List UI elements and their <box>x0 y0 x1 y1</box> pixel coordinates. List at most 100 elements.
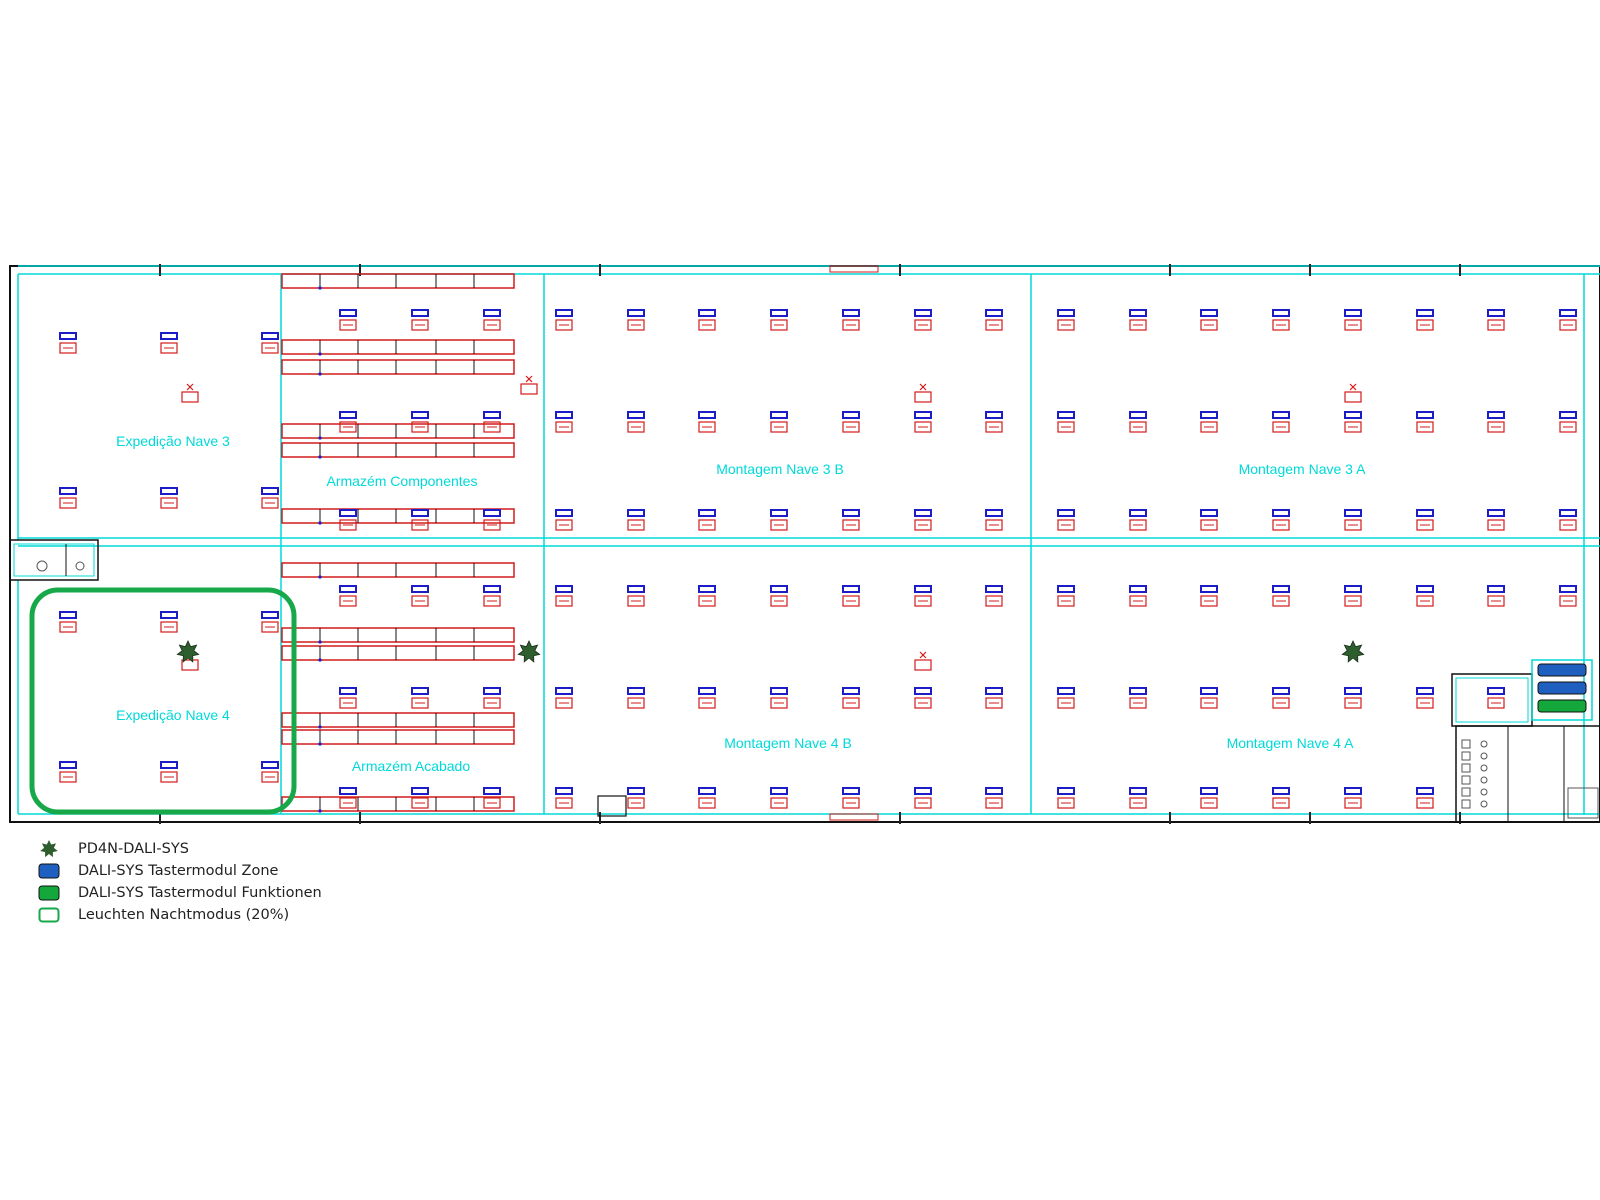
light-fixture <box>985 687 1003 709</box>
luminaire-body <box>1200 687 1218 695</box>
luminaire-tag <box>1272 697 1290 709</box>
luminaire-tag <box>411 319 429 331</box>
light-fixture <box>1057 411 1075 433</box>
luminaire-body <box>1057 509 1075 517</box>
light-fixture <box>1416 787 1434 809</box>
light-fixture <box>59 761 77 783</box>
luminaire-body <box>1344 509 1362 517</box>
light-fixture <box>160 487 178 509</box>
light-fixture <box>339 687 357 709</box>
light-fixture <box>1344 309 1362 331</box>
luminaire-tag <box>1057 595 1075 607</box>
luminaire-body <box>555 687 573 695</box>
light-fixture <box>483 309 501 331</box>
light-fixture <box>483 787 501 809</box>
luminaire-tag <box>160 771 178 783</box>
luminaire-body <box>985 687 1003 695</box>
light-fixture <box>1272 411 1290 433</box>
legend-item-function-button: DALI-SYS Tastermodul Funktionen <box>38 882 322 904</box>
luminaire-tag <box>770 697 788 709</box>
luminaire-body <box>770 585 788 593</box>
luminaire-body <box>842 687 860 695</box>
luminaire-tag <box>698 697 716 709</box>
light-fixture <box>1416 687 1434 709</box>
light-fixture <box>59 332 77 354</box>
rack-post <box>318 436 322 440</box>
luminaire-body <box>698 309 716 317</box>
rack-post <box>318 742 322 746</box>
luminaire-tag <box>842 697 860 709</box>
rack-row <box>281 627 515 643</box>
light-fixture <box>1344 787 1362 809</box>
emergency-mark <box>186 383 194 391</box>
blue-button-icon <box>38 863 60 879</box>
luminaire-tag <box>1057 797 1075 809</box>
light-fixture <box>555 509 573 531</box>
luminaire-body <box>698 509 716 517</box>
luminaire-body <box>59 332 77 340</box>
luminaire-tag <box>1487 519 1505 531</box>
light-fixture <box>261 761 279 783</box>
light-fixture <box>411 411 429 433</box>
light-fixture <box>1129 411 1147 433</box>
luminaire-body <box>483 411 501 419</box>
luminaire-body <box>842 411 860 419</box>
luminaire-body <box>1344 585 1362 593</box>
luminaire-body <box>698 787 716 795</box>
luminaire-tag <box>1487 697 1505 709</box>
luminaire-tag <box>1559 595 1577 607</box>
toilet-symbol <box>1480 788 1488 796</box>
presence-sensors <box>176 640 1365 663</box>
luminaire-tag <box>1057 697 1075 709</box>
light-fixture <box>1057 509 1075 531</box>
light-fixture <box>1200 687 1218 709</box>
rack-row <box>281 359 515 375</box>
toilet-symbol <box>75 561 85 571</box>
luminaire-tag <box>1416 697 1434 709</box>
light-fixture <box>1559 411 1577 433</box>
luminaire-body <box>1057 585 1075 593</box>
luminaire-body <box>1200 585 1218 593</box>
luminaire-body <box>555 585 573 593</box>
star-icon <box>176 640 200 663</box>
light-fixture <box>914 509 932 531</box>
luminaire-body <box>1057 309 1075 317</box>
light-fixture <box>842 509 860 531</box>
luminaire-body <box>1559 509 1577 517</box>
luminaire-body <box>1487 411 1505 419</box>
luminaire-body <box>770 411 788 419</box>
luminaire-body <box>1272 787 1290 795</box>
rack-row <box>281 645 515 661</box>
light-fixture <box>411 687 429 709</box>
light-fixture <box>985 509 1003 531</box>
luminaire-body <box>1200 309 1218 317</box>
luminaire-tag <box>1057 319 1075 331</box>
luminaire-tag <box>411 421 429 433</box>
luminaire-body <box>411 687 429 695</box>
luminaire-body <box>770 687 788 695</box>
light-fixture <box>627 687 645 709</box>
emergency-tag <box>914 391 932 403</box>
luminaire-tag <box>1129 797 1147 809</box>
luminaire-tag <box>339 519 357 531</box>
luminaire-body <box>1129 509 1147 517</box>
luminaire-tag <box>914 595 932 607</box>
luminaire-tag <box>339 595 357 607</box>
luminaire-body <box>339 509 357 517</box>
luminaire-body <box>59 611 77 619</box>
luminaire-tag <box>627 421 645 433</box>
light-fixture <box>555 787 573 809</box>
luminaire-body <box>914 309 932 317</box>
light-fixture <box>1200 309 1218 331</box>
luminaire-body <box>411 585 429 593</box>
luminaire-tag <box>627 595 645 607</box>
light-fixture <box>1559 509 1577 531</box>
luminaire-tag <box>411 697 429 709</box>
light-fixture <box>985 787 1003 809</box>
luminaire-tag <box>698 319 716 331</box>
rack-post <box>318 640 322 644</box>
luminaire-body <box>627 411 645 419</box>
small-cabin <box>597 795 627 817</box>
luminaire-tag <box>555 421 573 433</box>
luminaire-body <box>1559 411 1577 419</box>
